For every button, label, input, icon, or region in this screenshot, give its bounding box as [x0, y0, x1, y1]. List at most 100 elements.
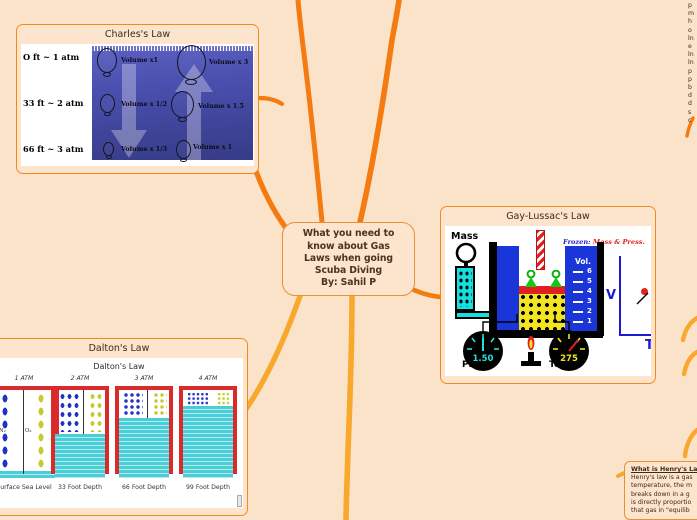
depth-label-0: O ft ~ 1 atm — [23, 52, 80, 62]
plot-x-label: T — [645, 338, 651, 353]
henry-law-heading: What is Henry's Law — [631, 466, 697, 473]
henry-law-body: Henry's law is a gas temperature, the m … — [631, 474, 693, 515]
volume-label-asc-0: Volume x 3 — [209, 58, 249, 66]
depth-label-1: 33 ft ~ 2 atm — [23, 98, 84, 108]
ascending-arrow — [175, 64, 213, 162]
volume-scale — [571, 256, 597, 331]
dalton-column-3: 4 ATM 99 Foot Depth — [179, 375, 237, 491]
vol-num-2: 2 — [587, 307, 592, 315]
nitrogen-dots-3 — [187, 392, 209, 405]
pressure-gauge-ticks — [467, 334, 499, 351]
balloon-knot-right-0 — [185, 79, 197, 85]
dalton-law-title: Dalton's Law — [0, 339, 247, 358]
dalton-atm-2: 3 ATM — [134, 375, 154, 382]
plot-y-label: V — [606, 288, 617, 303]
vol-tick-2 — [573, 311, 583, 313]
temperature-gauge: 275 — [549, 331, 589, 371]
balloon-right-2 — [176, 140, 191, 159]
container-wall-left — [489, 242, 497, 336]
vol-tick-6 — [573, 271, 583, 273]
dalton-image-subtitle: Dalton's Law — [93, 362, 145, 371]
oxygen-dots-3 — [217, 392, 229, 405]
pressure-gauge: 1.50 — [463, 331, 503, 371]
volume-label-desc-1: Volume x 1/2 — [121, 100, 168, 108]
volume-label-desc-2: Volume x 1/3 — [121, 145, 168, 153]
dalton-column-1: 2 ATM 33 Foot Depth — [51, 375, 109, 491]
volume-label-asc-2: Volume x 1 — [193, 143, 233, 151]
water-level-3 — [183, 406, 233, 478]
pressure-value: 1.50 — [472, 354, 494, 364]
temperature-value: 275 — [560, 354, 578, 364]
volume-label-asc-1: Volume x 1.5 — [198, 102, 244, 110]
gas-molecules — [519, 293, 565, 330]
plot-x-axis — [619, 334, 651, 337]
dalton-depth-1: 33 Foot Depth — [58, 484, 102, 491]
plot-data-point — [641, 288, 648, 295]
gay-lussac-title: Gay-Lussac's Law — [441, 207, 655, 226]
tank-left-3 — [179, 386, 183, 474]
balloon-left-2 — [103, 142, 114, 156]
temperature-label: Temp. — [549, 360, 580, 370]
dalton-depth-3: 99 Foot Depth — [186, 484, 230, 491]
topic-node-dalton-law[interactable]: Dalton's Law Dalton's Law 1 ATM N₂ O₂ Su… — [0, 338, 248, 516]
vol-tick-1 — [573, 321, 583, 323]
volume-scale-title: Vol. — [575, 257, 591, 266]
water-level-2 — [119, 418, 169, 478]
tank-right-0 — [55, 386, 59, 474]
balloon-knot-left-0 — [103, 72, 111, 77]
topic-node-henry-law[interactable]: What is Henry's Law Henry's law is a gas… — [624, 461, 697, 520]
vol-num-3: 3 — [587, 297, 592, 305]
tank-left-1 — [51, 386, 55, 474]
plot-y-axis — [619, 256, 622, 336]
dalton-atm-3: 4 ATM — [198, 375, 218, 382]
topic-node-gay-lussac-law[interactable]: Gay-Lussac's Law Mass Frozen: Mass & Pre… — [440, 206, 656, 384]
central-topic-text: What you need to know about Gas Laws whe… — [302, 228, 395, 289]
vol-num-6: 6 — [587, 267, 592, 275]
tank-top-0 — [0, 386, 59, 390]
vol-num-1: 1 — [587, 317, 592, 325]
tank-right-3 — [233, 386, 237, 474]
water-surface — [92, 46, 253, 51]
central-topic-node[interactable]: What you need to know about Gas Laws whe… — [282, 222, 415, 296]
balloon-right-1 — [171, 91, 194, 118]
scroll-thumb[interactable] — [237, 495, 242, 507]
dalton-column-0: 1 ATM N₂ O₂ Surface Sea Level — [0, 375, 59, 491]
gas-divider-1 — [83, 390, 84, 434]
gas-divider-0 — [23, 390, 24, 474]
temperature-gauge-ticks — [553, 334, 585, 352]
charles-law-title: Charles's Law — [17, 25, 258, 44]
nitrogen-dots-0 — [1, 392, 9, 472]
balloon-knot-right-1 — [178, 117, 187, 122]
liquid-column-left — [497, 246, 519, 330]
offscreen-text-fragment: p m h o ln e ln ln p p b d d s c — [688, 2, 695, 124]
mass-ring-icon — [455, 242, 477, 268]
tank-top-1 — [51, 386, 109, 390]
charles-law-image: O ft ~ 1 atm 33 ft ~ 2 atm 66 ft ~ 3 atm… — [21, 44, 254, 166]
tank-left-2 — [115, 386, 119, 474]
vol-tick-5 — [573, 281, 583, 283]
water-level-1 — [55, 434, 105, 478]
dalton-column-2: 3 ATM 66 Foot Depth — [115, 375, 173, 491]
balloon-knot-right-2 — [180, 158, 187, 162]
mass-weight-dots — [458, 270, 472, 307]
topic-node-charles-law[interactable]: Charles's Law O ft ~ 1 atm 33 ft ~ 2 atm… — [16, 24, 259, 174]
vol-tick-4 — [573, 291, 583, 293]
tank-right-1 — [105, 386, 109, 474]
vol-num-5: 5 — [587, 277, 592, 285]
nitrogen-dots-1 — [59, 392, 79, 432]
oxygen-dots-0 — [37, 392, 45, 472]
valve-right-icon — [550, 270, 562, 287]
gas-divider-2 — [147, 390, 148, 418]
plot-pointer-tail — [636, 292, 649, 305]
gauge-wires — [482, 314, 570, 331]
tank-top-2 — [115, 386, 173, 390]
frozen-values: Mass & Press. — [592, 238, 645, 246]
oxygen-dots-1 — [89, 392, 103, 432]
water-level-0 — [0, 471, 55, 478]
balloon-left-1 — [100, 94, 115, 113]
valve-left-icon — [525, 270, 537, 287]
frozen-annotation: Frozen: Mass & Press. — [563, 238, 645, 246]
gay-lussac-image: Mass Frozen: Mass & Press. — [445, 226, 651, 376]
dalton-law-image: Dalton's Law 1 ATM N₂ O₂ Surface Sea Lev… — [0, 358, 243, 508]
